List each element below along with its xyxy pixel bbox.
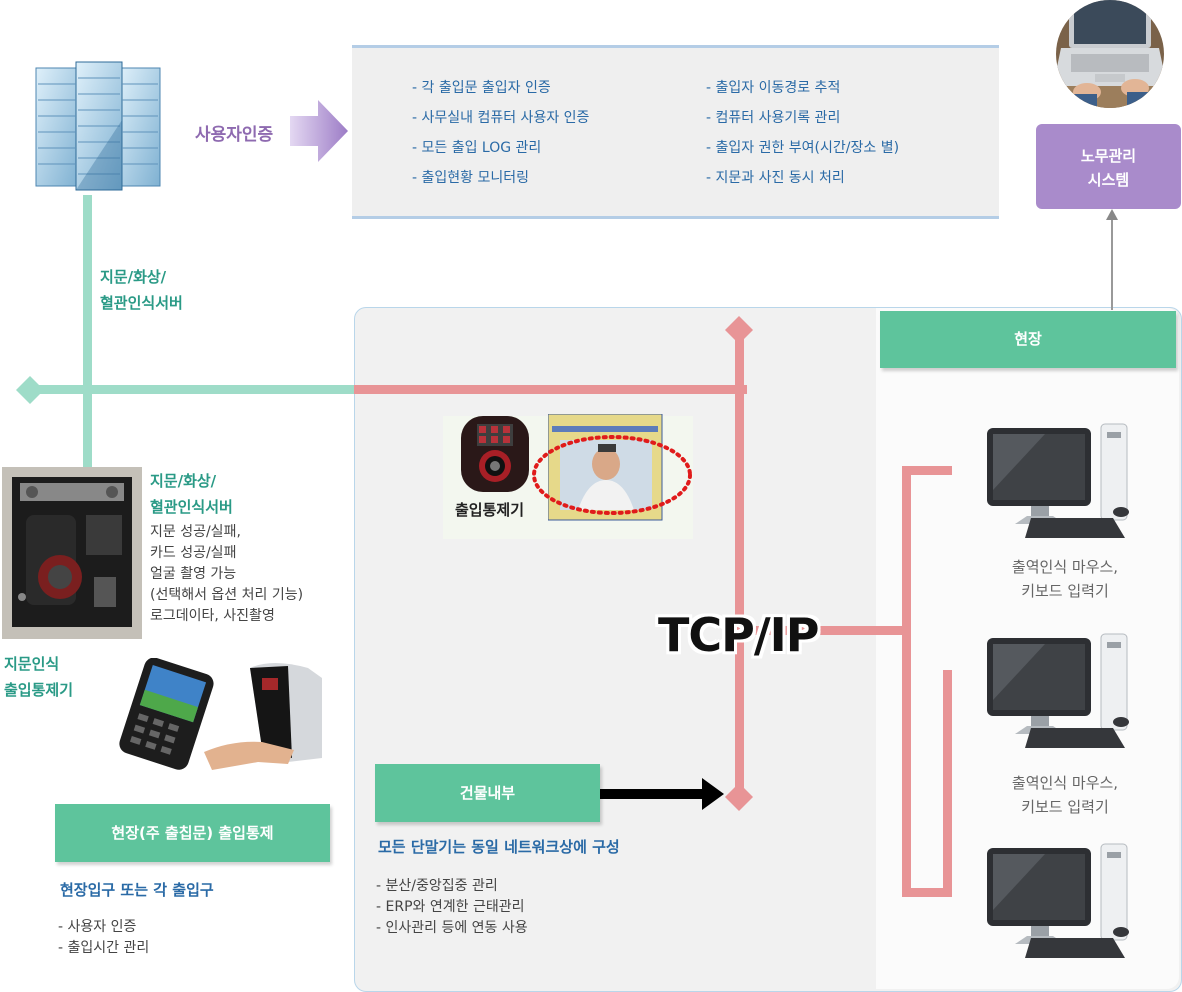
fingerprint-controller-line2: 출입통제기: [4, 681, 74, 699]
pc-label-line2: 키보드 입력기: [1021, 798, 1109, 816]
server-label: 지문/화상/ 혈관인식서버: [100, 264, 183, 316]
building-interior-box[interactable]: 건물내부: [375, 764, 600, 822]
entrance-item: - 출입시간 관리: [58, 940, 150, 956]
labor-system-line1: 노무관리: [1080, 147, 1137, 165]
feature-item: - 출입현황 모니터링: [412, 170, 529, 186]
camera-photo-window: [548, 414, 663, 521]
pc3-branch: [902, 888, 952, 897]
pc2-vertical-branch: [943, 670, 952, 897]
face-highlight-ellipse: [532, 435, 692, 515]
handheld-fingerprint-device-icon: [119, 658, 322, 770]
server-vertical-line: [83, 195, 92, 467]
tcp-branch-line: [744, 626, 904, 635]
controller-title-line2: 혈관인식서버: [150, 498, 233, 516]
server-rack-icon: [35, 61, 161, 191]
desktop-computer-icon: [987, 423, 1129, 538]
pc-label-line1: 출역인식 마우스,: [1011, 558, 1119, 576]
building-label: 건물내부: [459, 784, 516, 802]
server-horizontal-line: [30, 385, 355, 394]
building-item: - ERP와 연계한 근태관리: [376, 899, 525, 915]
fingerprint-controller-line1: 지문인식: [4, 655, 60, 673]
labor-arrow-shaft: [1111, 218, 1113, 310]
pc1-branch: [902, 466, 952, 475]
feature-item: - 출입자 이동경로 추적: [706, 80, 841, 96]
left-diamond-end: [16, 376, 44, 404]
network-vertical-line: [735, 330, 744, 797]
tcp-ip-label: TCP/IP: [658, 608, 819, 662]
labor-management-system-box[interactable]: 노무관리 시스템: [1036, 124, 1181, 209]
auth-arrow-icon: [290, 100, 348, 162]
feature-item: - 모든 출입 LOG 관리: [412, 140, 542, 156]
laptop-user-photo: [1056, 0, 1164, 108]
fingerprint-controller-label: 지문인식 출입통제기: [4, 651, 73, 703]
controller-detail: 지문 성공/실패,: [150, 524, 241, 540]
building-item: - 인사관리 등에 연동 사용: [376, 920, 528, 936]
controller-detail: 로그데이타, 사진촬영: [150, 608, 275, 624]
site-box[interactable]: 현장: [880, 311, 1176, 368]
server-label-line1: 지문/화상/: [100, 268, 167, 286]
feature-panel: - 각 출입문 출입자 인증 - 사무실내 컴퓨터 사용자 인증 - 모든 출입…: [352, 45, 999, 219]
entrance-subtitle: 현장입구 또는 각 출입구: [60, 881, 214, 899]
pc-label-line1: 출역인식 마우스,: [1011, 774, 1119, 792]
bottom-diamond-end: [725, 783, 753, 811]
feature-item: - 각 출입문 출입자 인증: [412, 80, 551, 96]
desktop-computer-icon: [987, 633, 1129, 748]
pc-label-line2: 키보드 입력기: [1021, 582, 1109, 600]
pc-trunk-line: [902, 466, 911, 897]
top-diamond-end: [725, 316, 753, 344]
feature-item: - 출입자 권한 부여(시간/장소 별): [706, 140, 900, 156]
building-arrow-head: [702, 778, 724, 810]
labor-system-line2: 시스템: [1087, 171, 1130, 189]
user-auth-label: 사용자인증: [195, 125, 274, 145]
pc-label-2: 출역인식 마우스, 키보드 입력기: [985, 771, 1145, 819]
entrance-item: - 사용자 인증: [58, 919, 137, 935]
controller-title-line1: 지문/화상/: [150, 472, 217, 490]
site-label: 현장: [1014, 330, 1042, 348]
feature-item: - 지문과 사진 동시 처리: [706, 170, 845, 186]
pc-label-1: 출역인식 마우스, 키보드 입력기: [985, 555, 1145, 603]
controller-detail: 얼굴 촬영 가능: [150, 566, 237, 582]
entrance-items: - 사용자 인증 - 출입시간 관리: [58, 917, 149, 959]
building-items: - 분산/중앙집중 관리 - ERP와 연계한 근태관리 - 인사관리 등에 연…: [376, 876, 528, 939]
feature-item: - 사무실내 컴퓨터 사용자 인증: [412, 110, 590, 126]
building-subtitle: 모든 단말기는 동일 네트워크상에 구성: [378, 838, 620, 856]
server-label-line2: 혈관인식서버: [100, 294, 183, 312]
entrance-control-box[interactable]: 현장(주 출칩문) 출입통제: [55, 804, 330, 862]
controller-panel-text: 지문/화상/ 혈관인식서버 지문 성공/실패, 카드 성공/실패 얼굴 촬영 가…: [150, 468, 303, 627]
access-controller-device-icon: [461, 416, 529, 492]
entrance-control-label: 현장(주 출칩문) 출입통제: [111, 824, 274, 842]
building-item: - 분산/중앙집중 관리: [376, 878, 498, 894]
labor-arrow-head: [1106, 209, 1118, 220]
controller-panel-photo: [2, 467, 142, 639]
access-device-label: 출입통제기: [455, 501, 525, 519]
controller-detail: 카드 성공/실패: [150, 545, 237, 561]
desktop-computer-icon: [987, 843, 1129, 958]
feature-item: - 컴퓨터 사용기록 관리: [706, 110, 841, 126]
controller-detail: (선택해서 옵션 처리 기능): [150, 587, 304, 603]
building-arrow-shaft: [600, 789, 706, 799]
network-horizontal-line: [354, 385, 747, 394]
